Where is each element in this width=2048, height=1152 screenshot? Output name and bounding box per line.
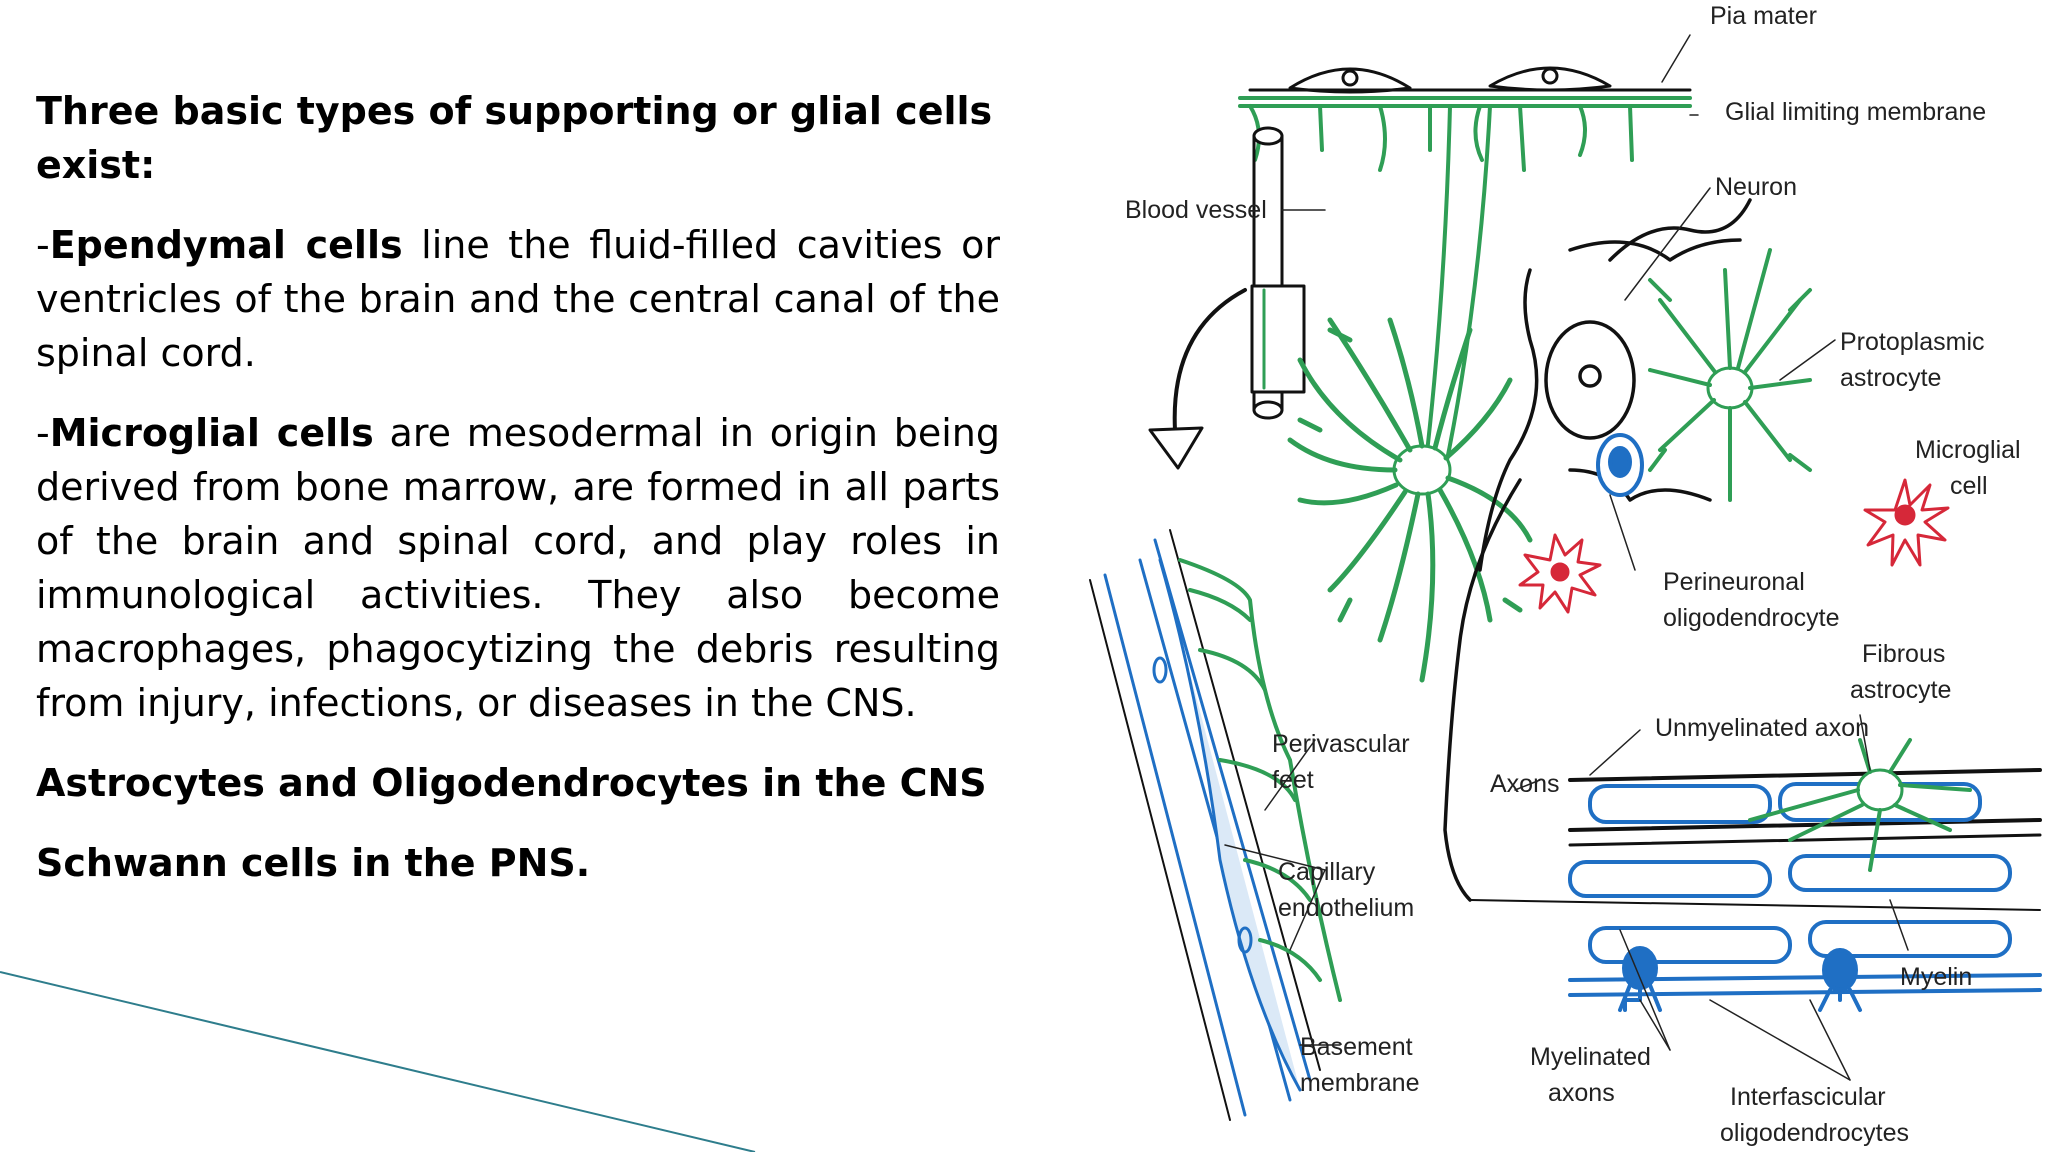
pia-mater-cells xyxy=(1248,66,1692,94)
slide-heading: Three basic types of supporting or glial… xyxy=(36,89,993,187)
blood-vessel xyxy=(1148,126,1306,470)
label-glial-limiting-membrane: Glial limiting membrane xyxy=(1725,98,1986,126)
label-unmyelinated-axon: Unmyelinated axon xyxy=(1655,714,1869,742)
cns-line: Astrocytes and Oligodendrocytes in the C… xyxy=(36,761,987,805)
microglial-cell-right xyxy=(1863,478,1950,567)
label-perivascular-1: Perivascular xyxy=(1272,730,1410,758)
label-perineuronal-1: Perineuronal xyxy=(1663,568,1805,596)
label-protoplasmic-1: Protoplasmic xyxy=(1840,328,1985,356)
microglial-cell-center xyxy=(1518,533,1602,614)
label-blood-vessel: Blood vessel xyxy=(1125,196,1267,224)
label-myelinated-2: axons xyxy=(1548,1079,1615,1107)
perineuronal-oligodendrocyte xyxy=(1596,433,1644,497)
text-column: Three basic types of supporting or glial… xyxy=(36,84,1000,916)
diagram-labels: Pia mater Glial limiting membrane Blood … xyxy=(1125,2,2021,1147)
label-pia-mater: Pia mater xyxy=(1710,2,1817,30)
label-capillary-2: endothelium xyxy=(1278,894,1414,922)
label-myelinated-1: Myelinated xyxy=(1530,1043,1651,1071)
label-perineuronal-2: oligodendrocyte xyxy=(1663,604,1840,632)
label-interfascicular-2: oligodendrocytes xyxy=(1720,1119,1909,1147)
microglial-description: are mesodermal in origin being derived f… xyxy=(36,411,1001,725)
label-basement-2: membrane xyxy=(1300,1069,1420,1097)
label-fibrous-2: astrocyte xyxy=(1850,676,1951,704)
central-astrocyte xyxy=(1287,317,1533,683)
neuron xyxy=(1443,198,2041,911)
label-microglial-2: cell xyxy=(1950,472,1988,500)
label-basement-1: Basement xyxy=(1300,1033,1413,1061)
glial-cells-diagram: Pia mater Glial limiting membrane Blood … xyxy=(1089,2,2042,1147)
microglial-paragraph: -Microglial cells are mesodermal in orig… xyxy=(36,411,1001,725)
microglial-term: Microglial cells xyxy=(49,411,374,455)
label-perivascular-2: feet xyxy=(1272,766,1314,794)
fibrous-astrocyte xyxy=(1748,738,1972,872)
label-capillary-1: Capillary xyxy=(1278,858,1376,886)
capillary xyxy=(1089,529,1342,1121)
label-myelin: Myelin xyxy=(1900,963,1972,991)
label-neuron: Neuron xyxy=(1715,173,1797,201)
pns-line: Schwann cells in the PNS. xyxy=(36,841,591,885)
ependymal-description: line the fluid-filled cavities or ventri… xyxy=(36,223,1000,375)
label-interfascicular-1: Interfascicular xyxy=(1730,1083,1886,1111)
label-fibrous-1: Fibrous xyxy=(1862,640,1945,668)
ependymal-term: Ependymal cells xyxy=(49,223,403,267)
ependymal-paragraph: -Ependymal cells line the fluid-filled c… xyxy=(36,223,1000,375)
leader-lines xyxy=(1224,34,1909,1081)
label-protoplasmic-2: astrocyte xyxy=(1840,364,1941,392)
label-microglial-1: Microglial xyxy=(1915,436,2021,464)
protoplasmic-astrocyte xyxy=(1648,248,1812,502)
label-axons: Axons xyxy=(1490,770,1559,798)
